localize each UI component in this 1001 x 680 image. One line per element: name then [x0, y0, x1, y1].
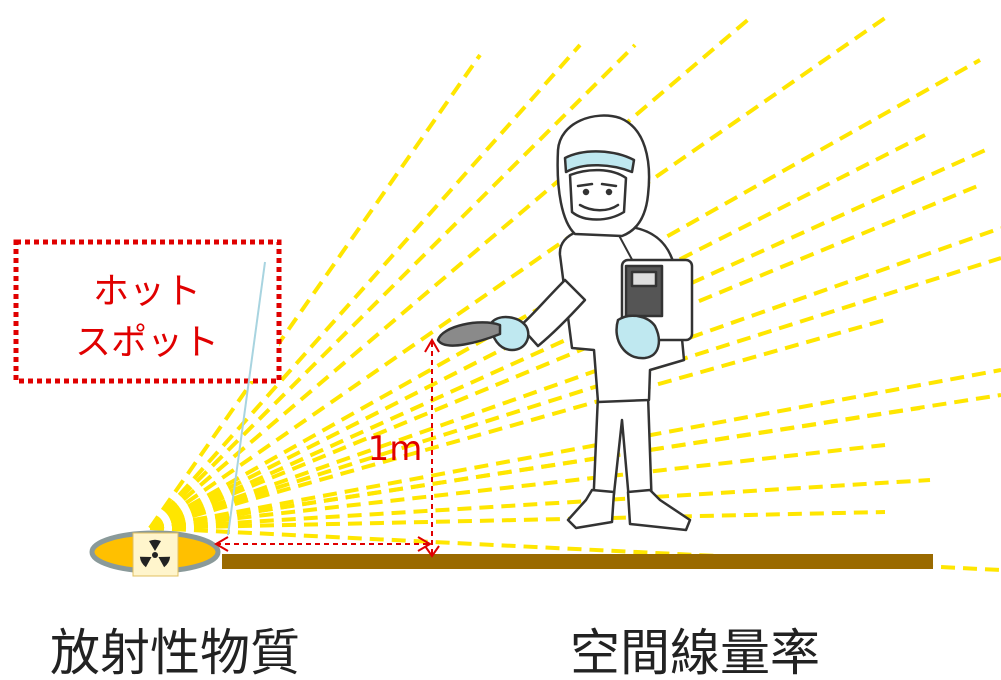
radiation-ray	[148, 43, 637, 530]
radiation-ray	[148, 53, 482, 530]
radiation-trefoil-icon	[139, 539, 171, 568]
radiation-ray	[149, 318, 886, 530]
hotspot-callout: ホット スポット	[13, 239, 282, 536]
radiation-ray	[149, 368, 1001, 530]
distance-indicator	[214, 338, 440, 558]
arrow-left-icon	[214, 536, 229, 552]
hotspot-label-line1: ホット	[93, 271, 201, 312]
radiation-ray	[149, 226, 1001, 530]
arrow-down-icon	[424, 545, 440, 558]
radiation-ray	[149, 256, 1001, 530]
radiation-ray	[149, 510, 886, 530]
radiation-ray	[148, 43, 582, 530]
radiation-ray	[148, 16, 887, 530]
caption-air-dose-rate: 空間線量率	[570, 624, 820, 680]
caption-radioactive-material: 放射性物質	[50, 624, 300, 680]
radiation-ray	[149, 443, 886, 530]
hotspot-label-line2: スポット	[75, 322, 219, 363]
arrow-right-icon	[417, 536, 432, 552]
distance-label: 1m	[368, 429, 423, 469]
radiation-rays	[148, 16, 1001, 572]
radioactive-source	[89, 530, 221, 577]
radiation-ray	[149, 183, 981, 530]
radiation-ray	[149, 58, 981, 530]
radiation-ray	[149, 393, 1001, 530]
radiation-ray	[149, 133, 926, 530]
callout-pointer	[227, 261, 266, 536]
ground-strip	[222, 554, 933, 569]
worker-figure	[436, 114, 694, 532]
arrow-up-icon	[424, 338, 440, 353]
radiation-ray	[149, 478, 931, 530]
